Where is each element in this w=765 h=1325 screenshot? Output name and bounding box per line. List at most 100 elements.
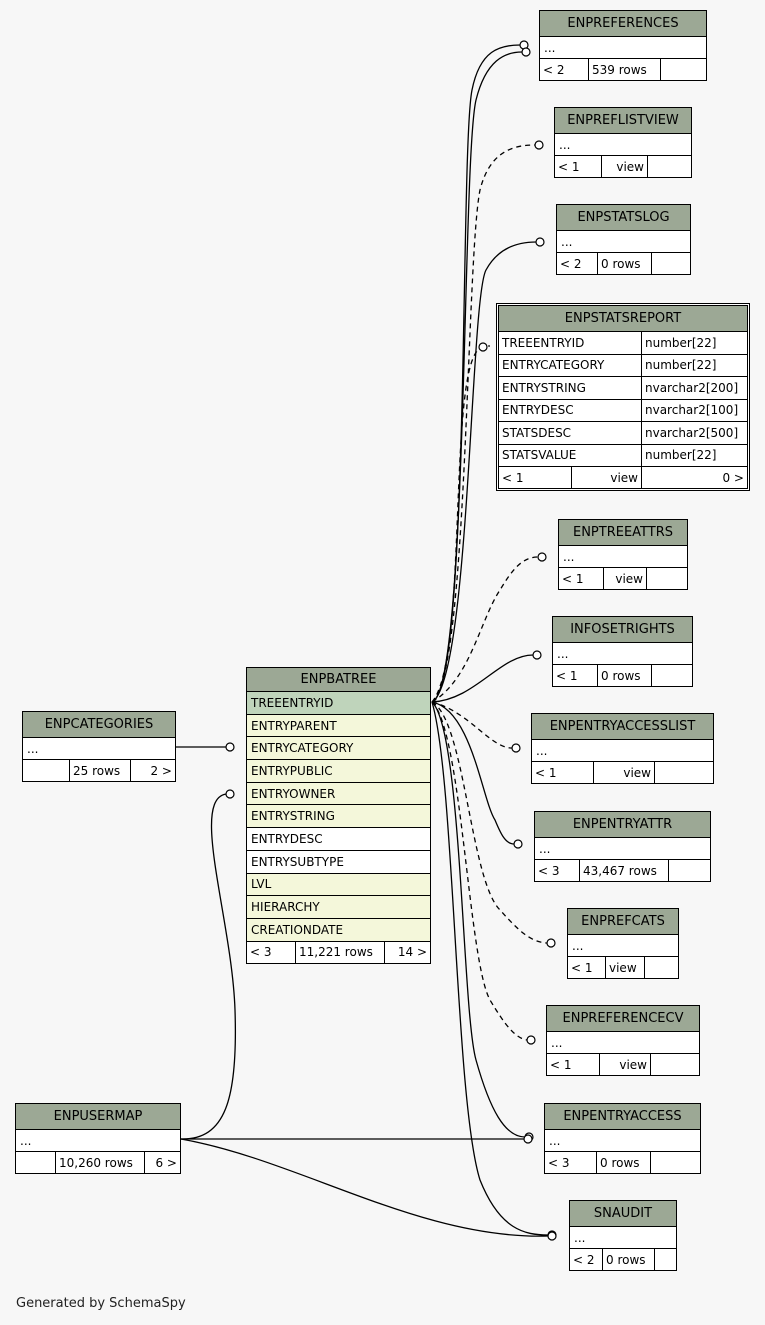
column-entryowner: ENTRYOWNER: [247, 781, 430, 805]
zero-or-more-marker: [521, 47, 531, 57]
table-enpentryaccesslist[interactable]: ENPENTRYACCESSLIST ... < 1 view: [531, 713, 714, 784]
table-header[interactable]: ENPREFERENCECV: [547, 1006, 699, 1031]
child-count: [660, 59, 706, 80]
relationship-edge-enpreflistview: [431, 144, 536, 703]
zero-or-more-marker: [546, 938, 556, 948]
table-enpreflistview[interactable]: ENPREFLISTVIEW ... < 1 view: [554, 107, 692, 178]
relationship-edge-snaudit: [431, 701, 549, 1236]
relationship-edge-enpreferencecv: [431, 701, 528, 1041]
column-lvl: LVL: [247, 872, 430, 896]
table-snaudit[interactable]: SNAUDIT ... < 2 0 rows: [569, 1200, 677, 1271]
parent-count: < 2: [573, 1252, 595, 1267]
row-count: 0 rows: [597, 665, 651, 686]
table-footer: < 1 view 0 >: [499, 466, 747, 488]
column-name: STATSVALUE: [502, 448, 577, 463]
table-header[interactable]: ENPSTATSLOG: [557, 205, 690, 230]
table-footer: 25 rows 2 >: [23, 759, 175, 781]
table-enpbatree[interactable]: ENPBATREE TREEENTRYID ENTRYPARENT ENTRYC…: [246, 667, 431, 964]
zero-or-more-marker: [511, 743, 521, 753]
child-count: 6 >: [144, 1152, 180, 1173]
table-infosetrights[interactable]: INFOSETRIGHTS ... < 1 0 rows: [552, 616, 693, 687]
parent-count: < 1: [550, 1057, 572, 1072]
relationship-edge-enpstatslog: [431, 241, 537, 703]
zero-or-more-marker: [526, 1035, 536, 1045]
table-header[interactable]: SNAUDIT: [570, 1201, 676, 1226]
table-header[interactable]: INFOSETRIGHTS: [553, 617, 692, 642]
zero-or-more-marker: [513, 839, 523, 849]
zero-or-more-marker: [225, 742, 235, 752]
table-enpreferences[interactable]: ENPREFERENCES ... < 2 539 rows: [539, 10, 707, 81]
child-count: [651, 253, 690, 274]
column-name: TREEENTRYID: [502, 335, 585, 350]
column-row: STATSVALUE number[22]: [499, 443, 747, 466]
child-count: [650, 1054, 699, 1075]
table-enpentryaccess[interactable]: ENPENTRYACCESS ... < 3 0 rows: [544, 1103, 701, 1174]
zero-or-more-marker: [547, 1231, 557, 1241]
parent-count: < 2: [543, 62, 565, 77]
parent-count: < 1: [558, 159, 580, 174]
column-type: nvarchar2[500]: [641, 422, 747, 444]
table-header[interactable]: ENPREFERENCES: [540, 11, 706, 36]
relationship-edge-enpentryaccesslist: [431, 701, 513, 749]
table-enpstatslog[interactable]: ENPSTATSLOG ... < 2 0 rows: [556, 204, 691, 275]
table-header[interactable]: ENPENTRYATTR: [535, 812, 710, 837]
table-header[interactable]: ENPSTATSREPORT: [499, 306, 747, 331]
table-enprefcats[interactable]: ENPREFCATS ... < 1 view: [567, 908, 679, 979]
table-header[interactable]: ENPTREEATTRS: [559, 520, 687, 545]
column-placeholder: ...: [532, 739, 713, 761]
parent-count: < 3: [250, 945, 272, 960]
column-placeholder: ...: [570, 1226, 676, 1248]
table-enpentryattr[interactable]: ENPENTRYATTR ... < 3 43,467 rows: [534, 811, 711, 882]
zero-or-more-marker: [537, 552, 547, 562]
table-header[interactable]: ENPUSERMAP: [16, 1104, 180, 1129]
table-footer: < 1 view: [547, 1053, 699, 1075]
table-enpcategories[interactable]: ENPCATEGORIES ... 25 rows 2 >: [22, 711, 176, 782]
column-hierarchy: HIERARCHY: [247, 895, 430, 918]
row-count: 11,221 rows: [295, 941, 384, 963]
child-count: 0 >: [641, 467, 747, 488]
row-count: view: [601, 156, 647, 177]
parent-count: < 2: [560, 256, 582, 271]
table-header[interactable]: ENPENTRYACCESSLIST: [532, 714, 713, 739]
parent-count: < 3: [548, 1155, 570, 1170]
relationship-edge-snaudit: [180, 1138, 549, 1237]
zero-or-more-marker: [478, 342, 488, 352]
table-enpusermap[interactable]: ENPUSERMAP ... 10,260 rows 6 >: [15, 1103, 181, 1174]
parent-count: < 1: [571, 960, 593, 975]
table-footer: < 1 view: [532, 761, 713, 783]
table-enpstatsreport[interactable]: ENPSTATSREPORT TREEENTRYID number[22] EN…: [496, 303, 750, 491]
column-entrypublic: ENTRYPUBLIC: [247, 759, 430, 782]
table-footer: < 2 0 rows: [557, 252, 690, 274]
table-footer: < 1 view: [559, 567, 687, 589]
column-row: ENTRYCATEGORY number[22]: [499, 353, 747, 376]
table-header[interactable]: ENPCATEGORIES: [23, 712, 175, 737]
column-type: nvarchar2[100]: [641, 399, 747, 421]
table-footer: < 3 43,467 rows: [535, 859, 710, 881]
table-footer: < 2 0 rows: [570, 1248, 676, 1270]
row-count: view: [571, 467, 641, 488]
table-footer: < 1 view: [555, 155, 691, 177]
table-header[interactable]: ENPREFLISTVIEW: [555, 108, 691, 133]
table-enpreferencecv[interactable]: ENPREFERENCECV ... < 1 view: [546, 1005, 700, 1076]
column-placeholder: ...: [559, 545, 687, 567]
row-count: 10,260 rows: [55, 1152, 144, 1173]
table-enptreeattrs[interactable]: ENPTREEATTRS ... < 1 view: [558, 519, 688, 590]
table-header[interactable]: ENPBATREE: [247, 668, 430, 691]
row-count: 539 rows: [588, 59, 660, 80]
zero-or-more-marker: [534, 140, 544, 150]
column-creationdate: CREATIONDATE: [247, 917, 430, 941]
column-placeholder: ...: [553, 642, 692, 664]
parent-count: < 1: [562, 571, 584, 586]
generated-by-note: Generated by SchemaSpy: [16, 1296, 186, 1311]
row-count: 0 rows: [602, 1249, 654, 1270]
child-count: 2 >: [130, 760, 175, 781]
parent-count: < 1: [502, 470, 524, 485]
row-count: 25 rows: [69, 760, 130, 781]
table-header[interactable]: ENPENTRYACCESS: [545, 1104, 700, 1129]
child-count: [647, 156, 691, 177]
table-header[interactable]: ENPREFCATS: [568, 909, 678, 934]
column-row: TREEENTRYID number[22]: [499, 331, 747, 354]
column-name: STATSDESC: [502, 425, 572, 440]
relationship-edge-enpentryattr: [431, 701, 515, 845]
